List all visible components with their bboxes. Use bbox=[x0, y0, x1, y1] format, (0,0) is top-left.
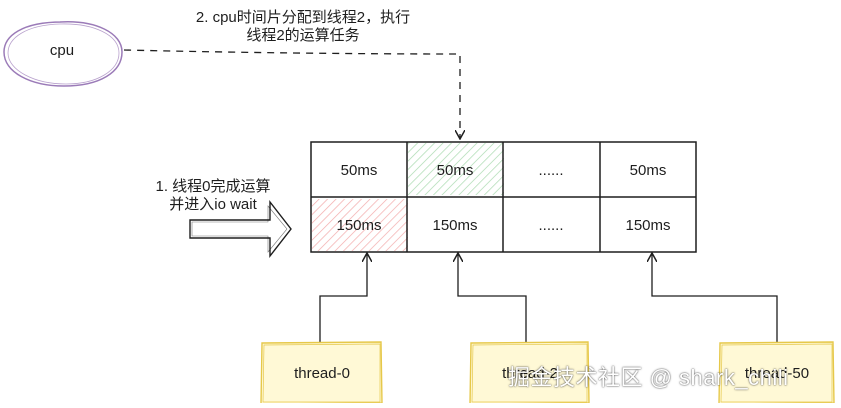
cpu-ellipse bbox=[3, 21, 123, 87]
grid-cell-bottom-1: 150ms bbox=[336, 216, 382, 234]
grid-cell-top-3: ...... bbox=[538, 161, 564, 179]
thread0-note: 1. 线程0完成运算 并进入io wait bbox=[128, 178, 298, 214]
cpu-label: cpu bbox=[49, 42, 75, 59]
grid-cell-top-4: 50ms bbox=[629, 161, 667, 179]
thread0-note-line1: 1. 线程0完成运算 bbox=[155, 178, 271, 195]
thread0-connector bbox=[319, 254, 367, 342]
grid-cell-bottom-4: 150ms bbox=[625, 216, 671, 234]
thread2-connector bbox=[458, 254, 527, 342]
cpu-assign-note-line1: 2. cpu时间片分配到线程2，执行 bbox=[195, 9, 411, 26]
thread50-connector bbox=[652, 254, 778, 342]
thread2-label: thread-2 bbox=[502, 364, 558, 382]
grid-cell-bottom-2: 150ms bbox=[432, 216, 478, 234]
cpu-assign-note-line2: 线程2的运算任务 bbox=[246, 27, 360, 44]
time-slice-grid bbox=[310, 141, 697, 253]
watermark: 掘金技术社区 @ shark_chili bbox=[508, 365, 789, 390]
grid-cell-top-1: 50ms bbox=[340, 161, 378, 179]
highlight-cell-red bbox=[312, 199, 408, 251]
thread0-note-line2: 并进入io wait bbox=[169, 196, 257, 213]
grid-cell-top-2: 50ms bbox=[436, 161, 474, 179]
thread0-label: thread-0 bbox=[294, 364, 350, 382]
thread50-label: thread-50 bbox=[744, 364, 810, 382]
grid-cell-bottom-3: ...... bbox=[538, 216, 564, 234]
highlight-cell-green bbox=[408, 143, 504, 195]
cpu-dashed-connector bbox=[123, 49, 460, 138]
cpu-assign-note: 2. cpu时间片分配到线程2，执行 线程2的运算任务 bbox=[158, 9, 448, 45]
block-arrow bbox=[189, 199, 292, 259]
